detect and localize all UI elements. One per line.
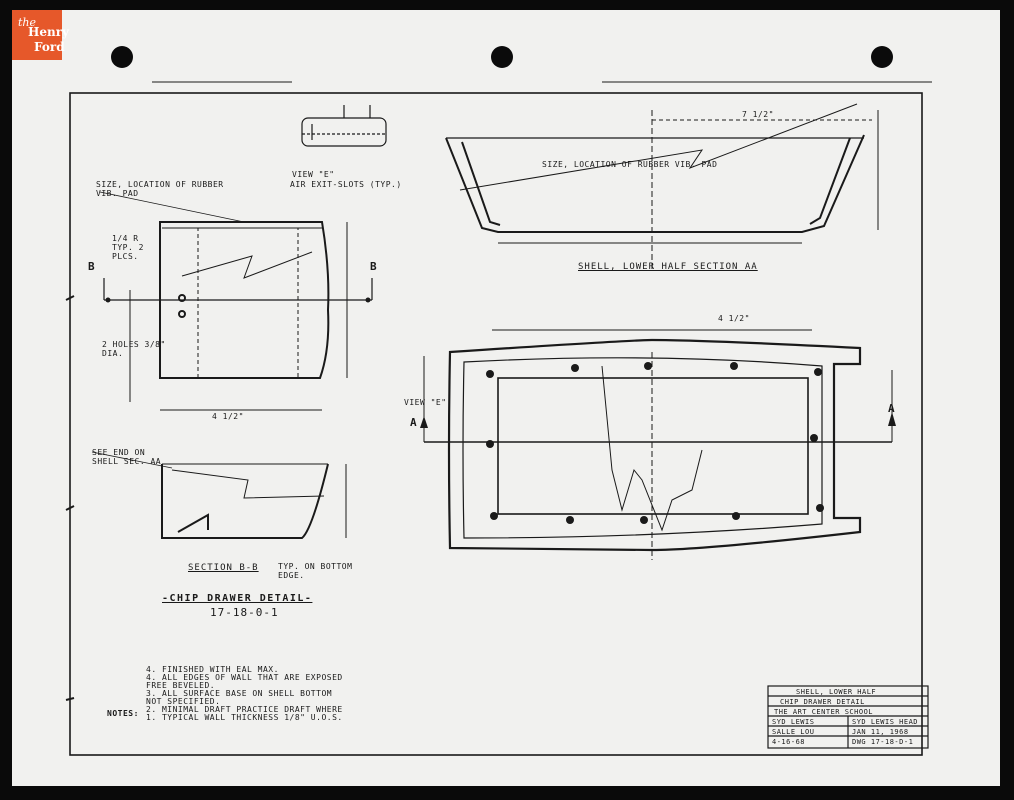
margin-ticks — [65, 81, 932, 701]
section-aa-shell — [445, 103, 879, 270]
note-line-7: 1. TYPICAL WALL THICKNESS 1/8" U.O.S. — [146, 713, 343, 722]
notes-label: NOTES: — [107, 709, 139, 718]
section-b-right-label: B — [370, 260, 378, 273]
plan-view-holes — [105, 297, 896, 524]
dim-7-half: 7 1/2" — [742, 110, 774, 119]
title-block-grid — [767, 685, 929, 749]
henry-ford-logo: the Henry Ford — [12, 10, 69, 60]
section-aa-title: SHELL, LOWER HALF SECTION AA — [578, 262, 758, 272]
drawing-border — [69, 92, 923, 756]
title-block-row-1: SHELL, LOWER HALF — [796, 688, 877, 696]
drawing-sheet: the Henry Ford — [12, 10, 1000, 786]
radius-note: 1/4 R TYP. 2 PLCS. — [112, 234, 144, 261]
note-line-2: 4. ALL EDGES OF WALL THAT ARE EXPOSED — [146, 673, 343, 682]
title-block-row-6a: 4-16-68 — [772, 738, 806, 746]
binder-hole-right — [871, 46, 893, 68]
logo-text-1: the — [18, 16, 37, 29]
section-b-left-label: B — [88, 260, 96, 273]
chip-drawer-plan — [99, 191, 373, 411]
title-block-row-4a: SYD LEWIS — [772, 718, 815, 726]
binder-hole-left — [111, 46, 133, 68]
note-line-4: 3. ALL SURFACE BASE ON SHELL BOTTOM — [146, 689, 333, 698]
section-bb-title: SECTION B-B — [188, 563, 259, 573]
dim-4-half-plan-view: 4 1/2" — [718, 314, 750, 323]
section-a-left-label: A — [410, 416, 418, 429]
note-line-1: 4. FINISHED WITH EAL MAX. — [146, 665, 279, 674]
title-block-row-6b: DWG 17-18-D-1 — [852, 738, 914, 746]
title-block-row-4b: SYD LEWIS HEAD — [852, 718, 919, 726]
section-aa-leader: SIZE, LOCATION OF RUBBER VIB. PAD — [542, 160, 718, 169]
drawing-number: 17-18-0-1 — [210, 606, 279, 619]
note-line-6: 2. MINIMAL DRAFT PRACTICE DRAFT WHERE — [146, 705, 343, 714]
dim-4-half-plan: 4 1/2" — [212, 412, 244, 421]
shell-plan-view — [423, 329, 893, 560]
note-line-5: NOT SPECIFIED. — [146, 697, 221, 706]
view-e-slot — [301, 105, 387, 147]
view-e-callout: VIEW "E" — [404, 398, 447, 407]
technical-drawing — [65, 81, 932, 756]
section-a-right-label: A — [888, 402, 896, 415]
binder-hole-middle — [491, 46, 513, 68]
view-e-note: AIR EXIT-SLOTS (TYP.) — [290, 180, 402, 189]
title-block-row-5a: SALLE LOU — [772, 728, 815, 736]
logo-text-3: Ford — [34, 40, 65, 54]
view-e-label: VIEW "E" — [292, 170, 335, 179]
holes-note: 2 HOLES 3/8" DIA. — [102, 340, 166, 358]
logo-text-2: Henry — [28, 25, 69, 39]
rubber-pad-note: SIZE, LOCATION OF RUBBER VIB. PAD — [96, 180, 224, 198]
note-line-3: FREE BEVELED. — [146, 681, 216, 690]
title-block-row-5b: JAN 11, 1968 — [852, 728, 909, 736]
section-bb-profile — [91, 451, 347, 539]
drawing-title: -CHIP DRAWER DETAIL- — [162, 593, 313, 604]
title-block-row-2: CHIP DRAWER DETAIL — [780, 698, 865, 706]
see-end-note: SEE END ON SHELL SEC. AA — [92, 448, 162, 466]
section-bb-note: TYP. ON BOTTOM EDGE. — [278, 562, 353, 580]
title-block-row-3: THE ART CENTER SCHOOL — [774, 708, 874, 716]
